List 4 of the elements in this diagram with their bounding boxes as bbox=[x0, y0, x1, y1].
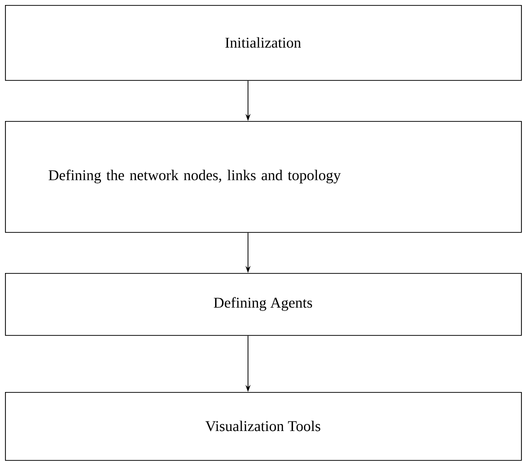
process-box: Defining the network nodes, links and topology bbox=[5, 121, 522, 233]
process-box: Initialization bbox=[5, 5, 522, 81]
process-box: Visualization Tools bbox=[5, 392, 522, 461]
process-box: Defining Agents bbox=[5, 273, 522, 336]
